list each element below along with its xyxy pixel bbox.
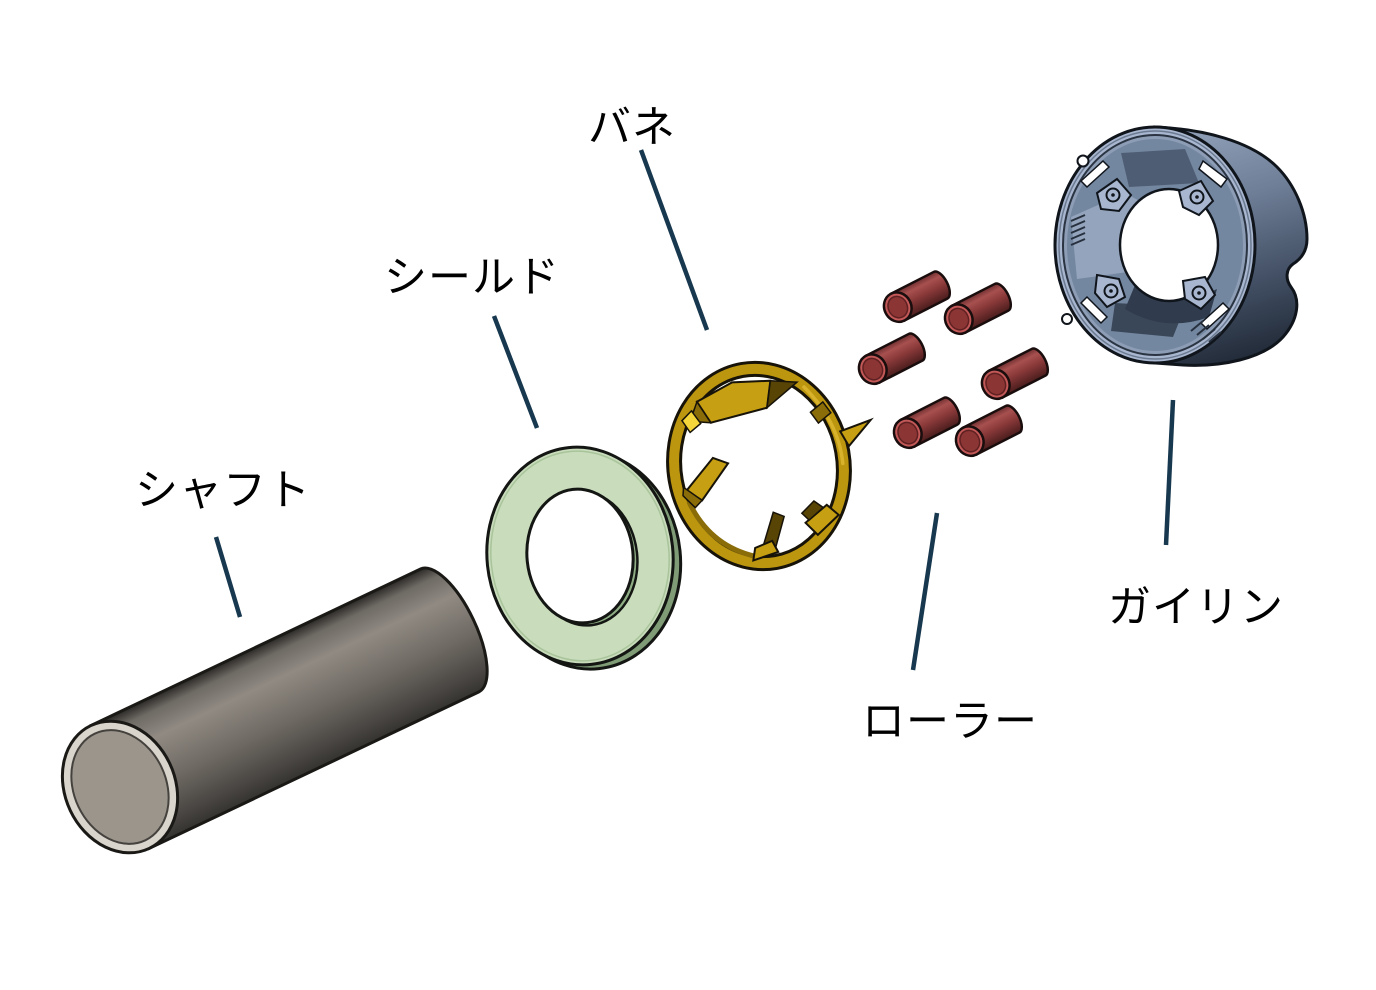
roller-1 bbox=[877, 267, 955, 328]
guide-ring-slot-br bbox=[1199, 301, 1231, 331]
spring-step-right bbox=[809, 400, 832, 425]
guide-ring-tab-bl bbox=[1093, 273, 1127, 309]
guide-ring-tab-tl bbox=[1095, 177, 1133, 213]
guide-ring-part bbox=[1053, 125, 1309, 367]
roller-6 bbox=[949, 401, 1027, 462]
spring-ring-shade bbox=[686, 500, 758, 559]
spring-slot bbox=[680, 409, 702, 434]
roller-leader-line bbox=[910, 512, 940, 671]
guide-ring-label: ガイリン bbox=[1108, 584, 1284, 632]
shaft-body bbox=[88, 566, 489, 851]
shaft-face bbox=[70, 729, 170, 845]
rollers-group bbox=[852, 267, 1053, 462]
guide-ring-bore bbox=[1118, 187, 1220, 303]
spring-pointer bbox=[838, 417, 874, 448]
guide-ring-slot-tr bbox=[1198, 159, 1229, 189]
roller-label: ローラー bbox=[862, 698, 1038, 746]
guide-ring-slot-bl bbox=[1079, 295, 1109, 325]
guide-ring-leader-line bbox=[1163, 399, 1176, 546]
spring-ring-highlight bbox=[802, 385, 845, 466]
shield-hole bbox=[525, 487, 635, 625]
roller-3 bbox=[852, 329, 930, 390]
roller-4 bbox=[975, 344, 1053, 405]
shaft-leader-line bbox=[213, 536, 243, 618]
guide-ring-slot-tl bbox=[1079, 159, 1111, 189]
guide-ring-rim-line bbox=[1058, 130, 1252, 360]
guide-ring-tab-br bbox=[1181, 275, 1217, 311]
shield-chamfer-line bbox=[490, 450, 670, 662]
shield-leader-line bbox=[491, 315, 540, 429]
spring-tab-top-fold bbox=[766, 379, 799, 410]
guide-ring-pocket-top bbox=[1121, 149, 1199, 187]
shield-label: シールド bbox=[384, 254, 560, 302]
shield-part bbox=[485, 445, 683, 671]
guide-ring-serration-left bbox=[1070, 214, 1086, 246]
guide-ring-tab-tr bbox=[1177, 179, 1215, 217]
spring-label: バネ bbox=[588, 104, 676, 152]
leader-lines bbox=[213, 149, 1176, 671]
spring-part bbox=[666, 360, 874, 572]
spring-tab-left-base bbox=[682, 486, 704, 509]
spring-tab-bottom-base bbox=[752, 539, 780, 562]
guide-ring-serration-bottom bbox=[1190, 320, 1222, 343]
part-labels: シャフト シールド バネ ローラー ガイリン bbox=[135, 104, 1284, 746]
guide-ring-notch-bottom bbox=[1061, 313, 1073, 325]
roller-5 bbox=[887, 393, 965, 454]
roller-2 bbox=[938, 279, 1016, 340]
shaft-label: シャフト bbox=[135, 467, 311, 515]
spring-tab-bottom-right-fold bbox=[800, 500, 825, 522]
shaft-part bbox=[60, 566, 489, 855]
guide-ring-notch-top bbox=[1076, 154, 1090, 168]
spring-leader-line bbox=[638, 149, 710, 331]
